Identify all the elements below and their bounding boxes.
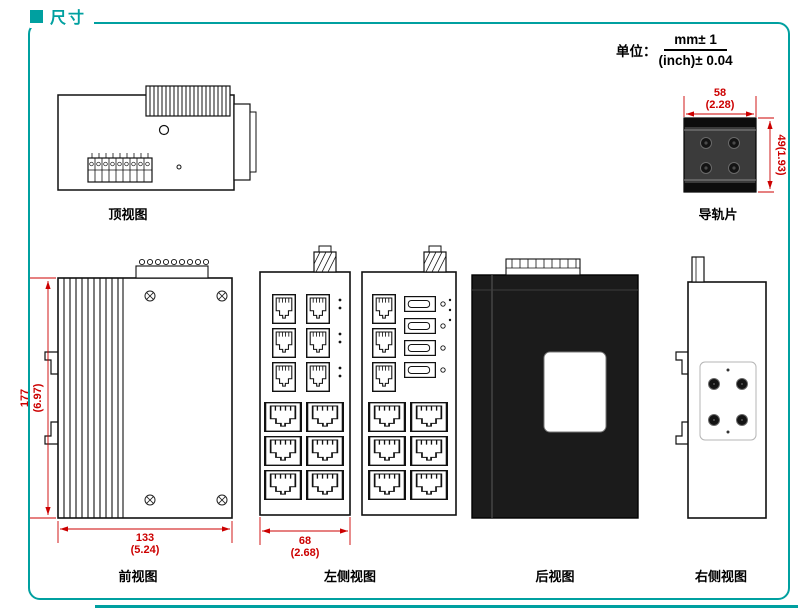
rj45-port [372, 294, 396, 324]
unit-label: 单位： [616, 44, 657, 59]
front-view-drawing [44, 258, 233, 519]
front-view-dimension-lines [30, 277, 233, 543]
sfp-slot [404, 362, 436, 378]
pilot-hole [176, 164, 182, 170]
left-side-view-drawing [259, 245, 457, 516]
screw-icon [728, 162, 740, 174]
rail-clip-label: 导轨片 [698, 207, 738, 222]
rj45-port [272, 328, 296, 358]
heatsink-fins [63, 278, 119, 518]
rj45-port [306, 402, 344, 432]
screw-icon [700, 137, 712, 149]
rail-clip-body [683, 117, 757, 193]
rail-clip-drawing [683, 117, 757, 193]
side-clip [233, 103, 251, 181]
screw-icon [144, 290, 156, 302]
rj45-port [410, 436, 448, 466]
rj45-port [368, 402, 406, 432]
rj45-port [410, 470, 448, 500]
side-clip-edge [249, 111, 257, 173]
rail-plate-outline [699, 361, 757, 441]
left-side-dimension-lines [259, 517, 351, 545]
rj45-port [306, 436, 344, 466]
top-view-drawing [57, 85, 257, 191]
right-side-body [687, 281, 767, 519]
unit-mm-tolerance: mm± 1 [664, 32, 727, 51]
terminal-block-rear [505, 258, 581, 276]
page-header: 尺寸 [30, 4, 95, 28]
rear-label-window [543, 351, 607, 433]
din-hook [675, 351, 688, 375]
front-view-body [57, 277, 233, 519]
screw-icon [708, 378, 720, 390]
power-connector-icon [423, 245, 447, 273]
top-clip-tab [691, 256, 705, 283]
rj45-port [410, 402, 448, 432]
rj45-port [372, 328, 396, 358]
right-side-view-label: 右侧视图 [694, 569, 748, 584]
terminal-block-top-view [87, 153, 153, 183]
rail-height-inch: (1.93) [775, 146, 787, 176]
rail-height-mm: 49 [775, 134, 787, 147]
title-bullet-icon [30, 9, 43, 23]
screw-icon [216, 494, 228, 506]
page-title: 尺寸 [50, 10, 87, 27]
unit-spec: 单位： mm± 1 (inch)± 0.04 [616, 32, 735, 68]
din-hook [44, 351, 58, 375]
rj45-port [306, 470, 344, 500]
heatsink-comb [145, 85, 231, 117]
footer-accent-line [95, 605, 798, 608]
screw-icon [736, 414, 748, 426]
rj45-port [306, 328, 330, 358]
right-side-view-drawing [675, 256, 767, 519]
din-hook [675, 421, 688, 445]
rj45-port [272, 362, 296, 392]
side-depth-inch: (2.68) [290, 547, 320, 559]
front-view-label: 前视图 [118, 569, 158, 584]
sfp-slot [404, 296, 436, 312]
rj45-port [272, 294, 296, 324]
terminal-block-front [135, 258, 210, 279]
rj45-port [264, 436, 302, 466]
rj45-port [264, 470, 302, 500]
screw-icon [736, 378, 748, 390]
mount-hole [158, 124, 170, 136]
unit-inch-tolerance: (inch)± 0.04 [658, 53, 733, 68]
rj45-port [372, 362, 396, 392]
rear-view-label: 后视图 [535, 569, 575, 584]
rj45-port [368, 436, 406, 466]
screw-icon [216, 290, 228, 302]
rail-width-inch: (2.28) [705, 99, 735, 111]
content-frame [28, 22, 790, 600]
din-hook [44, 421, 58, 445]
rj45-port [368, 470, 406, 500]
rj45-port [264, 402, 302, 432]
front-width-mm: 133 [135, 532, 155, 544]
screw-icon [728, 137, 740, 149]
rail-clip-dimension-lines [683, 96, 774, 193]
front-width-inch: (5.24) [130, 544, 160, 556]
rail-width-mm: 58 [713, 87, 727, 99]
screw-icon [708, 414, 720, 426]
rail-height-dim: 49(1.93) [775, 135, 787, 176]
unit-tolerance: mm± 1 (inch)± 0.04 [657, 32, 735, 68]
sfp-slot [404, 318, 436, 334]
rear-view-drawing [471, 258, 639, 519]
screw-icon [700, 162, 712, 174]
power-connector-icon [313, 245, 337, 273]
front-height-inch: (6.97) [32, 383, 44, 413]
sfp-slot [404, 340, 436, 356]
rj45-port [306, 362, 330, 392]
left-side-view-label: 左侧视图 [323, 569, 377, 584]
screw-icon [144, 494, 156, 506]
front-height-mm: 177 [19, 388, 31, 408]
side-depth-mm: 68 [298, 535, 312, 547]
heatsink-fins [149, 86, 227, 116]
top-view-label: 顶视图 [108, 207, 148, 222]
rj45-port [306, 294, 330, 324]
